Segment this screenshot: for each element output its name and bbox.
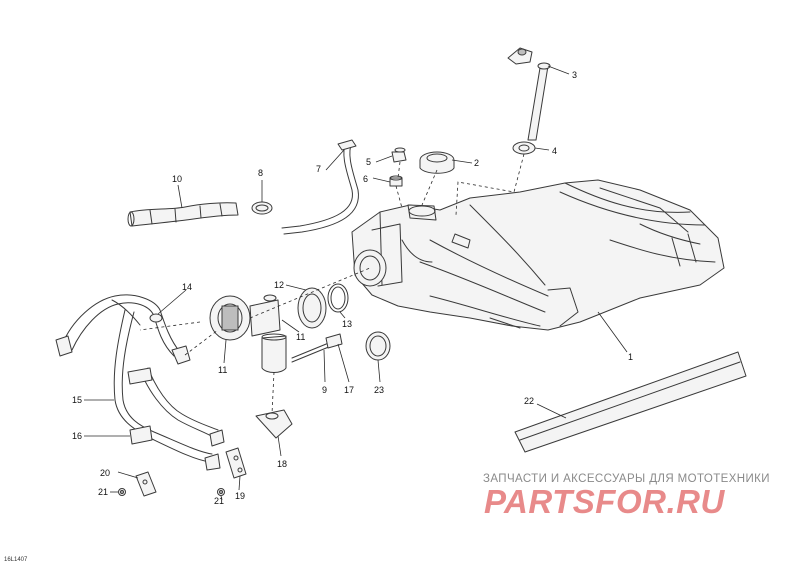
tank-pad xyxy=(514,351,747,453)
callout-21-right: 21 xyxy=(214,496,224,506)
callout-20: 20 xyxy=(100,468,110,478)
callout-2: 2 xyxy=(474,158,479,168)
pump-gasket xyxy=(327,283,349,313)
callout-14: 14 xyxy=(182,282,192,292)
callout-11-right: 11 xyxy=(296,332,305,342)
filler-hose xyxy=(127,202,239,227)
pump-bracket xyxy=(255,409,293,439)
callout-12: 12 xyxy=(274,280,284,290)
callout-7: 7 xyxy=(316,164,321,174)
callout-5: 5 xyxy=(366,157,371,167)
callout-4: 4 xyxy=(552,146,557,156)
callout-15: 15 xyxy=(72,395,82,405)
watermark: ЗАПЧАСТИ И АКСЕССУАРЫ ДЛЯ МОТОТЕХНИКИ PA… xyxy=(483,473,770,520)
callout-13: 13 xyxy=(342,319,352,329)
callout-19: 19 xyxy=(235,491,245,501)
callout-3: 3 xyxy=(572,70,577,80)
nipple-fitting xyxy=(389,175,403,187)
fuel-hose-lower xyxy=(113,309,225,471)
fuel-tank xyxy=(351,179,725,331)
callout-10: 10 xyxy=(172,174,182,184)
hose-clamp xyxy=(251,201,273,215)
assembly-lines xyxy=(139,153,525,415)
grommet xyxy=(512,141,536,155)
hose-clip-left xyxy=(135,471,157,497)
callout-1: 1 xyxy=(628,352,633,362)
callout-18: 18 xyxy=(277,459,287,469)
callout-17: 17 xyxy=(344,385,354,395)
vent-hose xyxy=(281,139,359,235)
fuel-pump xyxy=(209,294,287,373)
vent-tube xyxy=(507,47,551,141)
drawing-reference: 16L1407 xyxy=(4,557,28,563)
fuel-hose-upper xyxy=(55,294,191,365)
callout-8: 8 xyxy=(258,168,263,178)
callout-9: 9 xyxy=(322,385,327,395)
callout-6: 6 xyxy=(363,174,368,184)
callout-16: 16 xyxy=(72,431,82,441)
watermark-tagline: ЗАПЧАСТИ И АКСЕССУАРЫ ДЛЯ МОТОТЕХНИКИ xyxy=(483,473,770,485)
callout-11-left: 11 xyxy=(218,365,227,375)
callout-21-left: 21 xyxy=(98,487,108,497)
fuel-cap xyxy=(419,151,455,174)
nut-left xyxy=(118,488,126,496)
callout-23: 23 xyxy=(374,385,384,395)
nut-right xyxy=(217,488,225,496)
leader-lines xyxy=(84,65,628,501)
valve-fitting xyxy=(391,147,407,163)
watermark-brand: PARTSFOR.RU xyxy=(484,483,725,520)
gasket-ring xyxy=(365,331,391,361)
pump-ring-nut xyxy=(297,287,327,329)
callouts: 1 2 3 4 5 6 7 8 10 11 11 12 13 14 15 16 … xyxy=(72,70,633,506)
hose-clip-right xyxy=(225,447,247,479)
callout-22: 22 xyxy=(524,396,534,406)
